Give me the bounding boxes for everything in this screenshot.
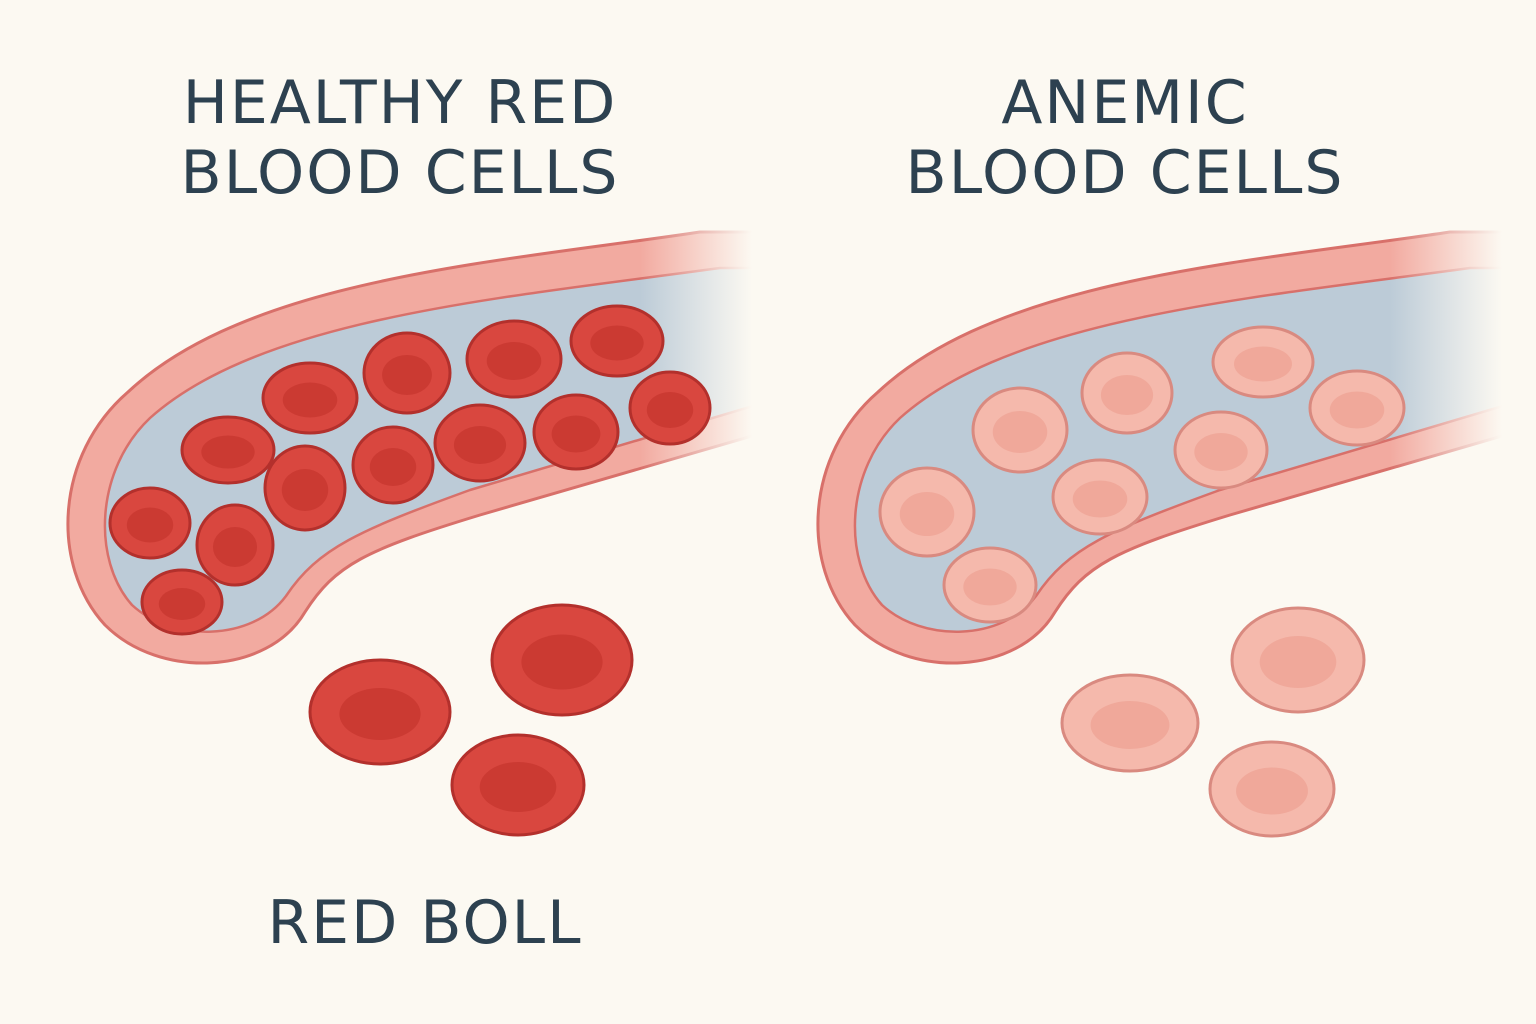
anemic-red-blood-cell <box>942 546 1038 624</box>
healthy-red-blood-cell <box>569 304 665 378</box>
cell-center <box>453 426 507 464</box>
healthy-red-blood-cell <box>628 370 712 446</box>
anemic-title-line1: ANEMIC <box>1001 68 1249 138</box>
healthy-red-blood-cell <box>532 393 620 471</box>
cell-center <box>551 415 601 453</box>
cell-center <box>646 392 694 428</box>
cell-center <box>479 762 557 812</box>
cell-center <box>201 435 255 469</box>
healthy-red-blood-cell <box>433 403 527 483</box>
cell-center <box>369 448 417 486</box>
anemic-red-blood-cell <box>1211 325 1315 399</box>
anemic-red-blood-cell <box>1173 410 1269 490</box>
anemic-red-blood-cell <box>1051 458 1149 536</box>
healthy-title-line2: BLOOD CELLS <box>180 138 620 208</box>
cell-center <box>339 688 421 740</box>
vessel-fade <box>1390 200 1536 480</box>
anemic-red-blood-cell <box>1208 740 1336 838</box>
cell-center <box>992 411 1048 453</box>
healthy-red-blood-cell <box>465 319 563 399</box>
cell-center <box>1194 433 1248 471</box>
anemic-title-line2: BLOOD CELLS <box>905 138 1345 208</box>
cell-center <box>899 492 955 536</box>
healthy-red-blood-cell <box>263 444 347 532</box>
bottom-label: RED BOLL <box>267 888 583 958</box>
cell-center <box>126 507 174 543</box>
cell-center <box>590 325 644 361</box>
healthy-red-blood-cell <box>261 361 359 435</box>
cell-center <box>382 355 432 395</box>
healthy-red-blood-cell <box>351 425 435 505</box>
cell-center <box>521 634 603 690</box>
healthy-red-blood-cell <box>362 331 452 415</box>
cell-center <box>1100 375 1154 415</box>
anemic-red-blood-cell <box>1080 351 1174 435</box>
healthy-title: HEALTHY RED BLOOD CELLS <box>120 68 680 208</box>
cell-center <box>1090 701 1170 749</box>
cell-center <box>1259 636 1337 688</box>
cell-center <box>282 382 338 418</box>
anemic-red-blood-cell <box>1308 369 1406 447</box>
anemic-red-blood-cell <box>878 466 976 558</box>
cell-center <box>1072 480 1128 518</box>
cell-center <box>963 568 1017 606</box>
blood-cells <box>108 304 1406 838</box>
cell-center <box>1234 346 1292 382</box>
cell-center <box>212 527 258 567</box>
healthy-red-blood-cell <box>140 568 224 636</box>
anemic-blood-vessel <box>816 200 1536 665</box>
cell-center <box>158 588 206 620</box>
healthy-red-blood-cell <box>180 415 276 485</box>
anemic-red-blood-cell <box>1060 673 1200 773</box>
healthy-red-blood-cell <box>308 658 452 766</box>
anemic-red-blood-cell <box>971 386 1069 474</box>
anemic-title: ANEMIC BLOOD CELLS <box>860 68 1390 208</box>
healthy-red-blood-cell <box>490 603 634 717</box>
cell-center <box>1329 391 1385 429</box>
cell-center <box>281 469 329 511</box>
healthy-red-blood-cell <box>108 486 192 560</box>
healthy-red-blood-cell <box>195 503 275 587</box>
cell-center <box>486 342 542 380</box>
healthy-red-blood-cell <box>450 733 586 837</box>
anemic-red-blood-cell <box>1230 606 1366 714</box>
healthy-title-line1: HEALTHY RED <box>182 68 618 138</box>
cell-center <box>1236 767 1308 815</box>
